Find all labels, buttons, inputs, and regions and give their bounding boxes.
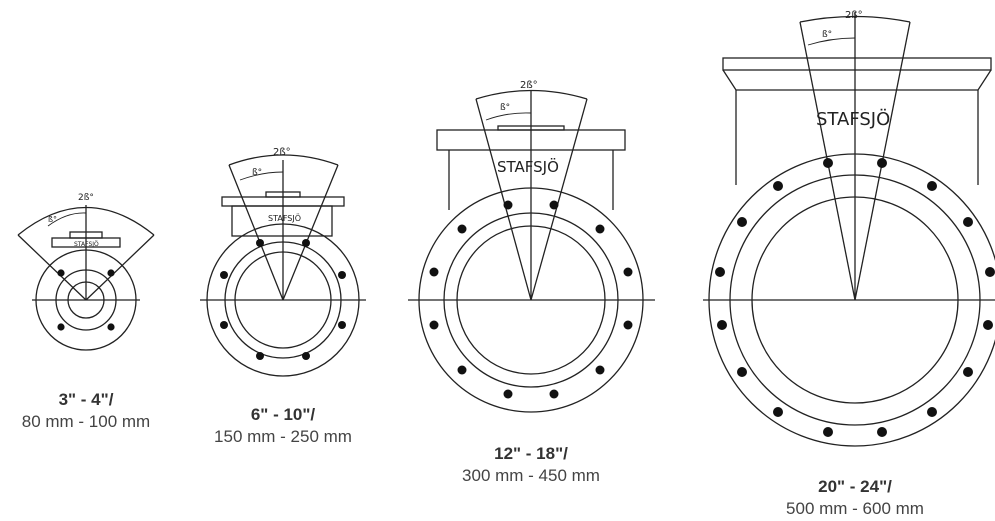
double-beta-angle-label: 2ß° xyxy=(78,193,94,203)
double-beta-angle-label: 2ß° xyxy=(845,10,863,21)
caption-3-4-inch: 3" - 4"/ 80 mm - 100 mm xyxy=(0,389,186,433)
size-inch-label: 20" - 24"/ xyxy=(818,477,892,496)
beta-angle-label: ß° xyxy=(48,215,57,224)
beta-angle-label: ß° xyxy=(822,30,832,40)
size-mm-label: 300 mm - 450 mm xyxy=(462,466,600,485)
valve-drawing-6-10-inch: 2ß° ß° STAFSJÖ xyxy=(200,147,366,377)
beta-angle-arc xyxy=(228,154,339,166)
size-mm-label: 80 mm - 100 mm xyxy=(21,412,151,431)
valve-drawing-3-4-inch: 2ß° ß° STAFSJÖ xyxy=(17,193,155,351)
beta-angle-label: ß° xyxy=(500,103,510,113)
caption-6-10-inch: 6" - 10"/ 150 mm - 250 mm xyxy=(183,404,383,448)
brand-label: STAFSJÖ xyxy=(268,213,301,223)
valve-drawing-20-24-inch: 2ß° ß° STAFSJÖ xyxy=(703,10,995,447)
size-mm-label: 500 mm - 600 mm xyxy=(786,499,924,518)
size-inch-label: 6" - 10"/ xyxy=(250,405,316,424)
caption-20-24-inch: 20" - 24"/ 500 mm - 600 mm xyxy=(755,476,955,520)
valve-drawing-12-18-inch: 2ß° ß° STAFSJÖ xyxy=(408,80,655,413)
size-inch-label: 3" - 4"/ xyxy=(58,390,114,409)
beta-angle-label: ß° xyxy=(252,168,262,178)
size-mm-label: 150 mm - 250 mm xyxy=(214,427,352,446)
size-inch-label: 12" - 18"/ xyxy=(494,444,568,463)
brand-label: STAFSJÖ xyxy=(74,241,99,248)
caption-12-18-inch: 12" - 18"/ 300 mm - 450 mm xyxy=(431,443,631,487)
brand-label: STAFSJÖ xyxy=(497,157,559,176)
brand-label: STAFSJÖ xyxy=(816,108,890,130)
double-beta-angle-label: 2ß° xyxy=(273,147,291,158)
double-beta-angle-label: 2ß° xyxy=(520,80,538,91)
